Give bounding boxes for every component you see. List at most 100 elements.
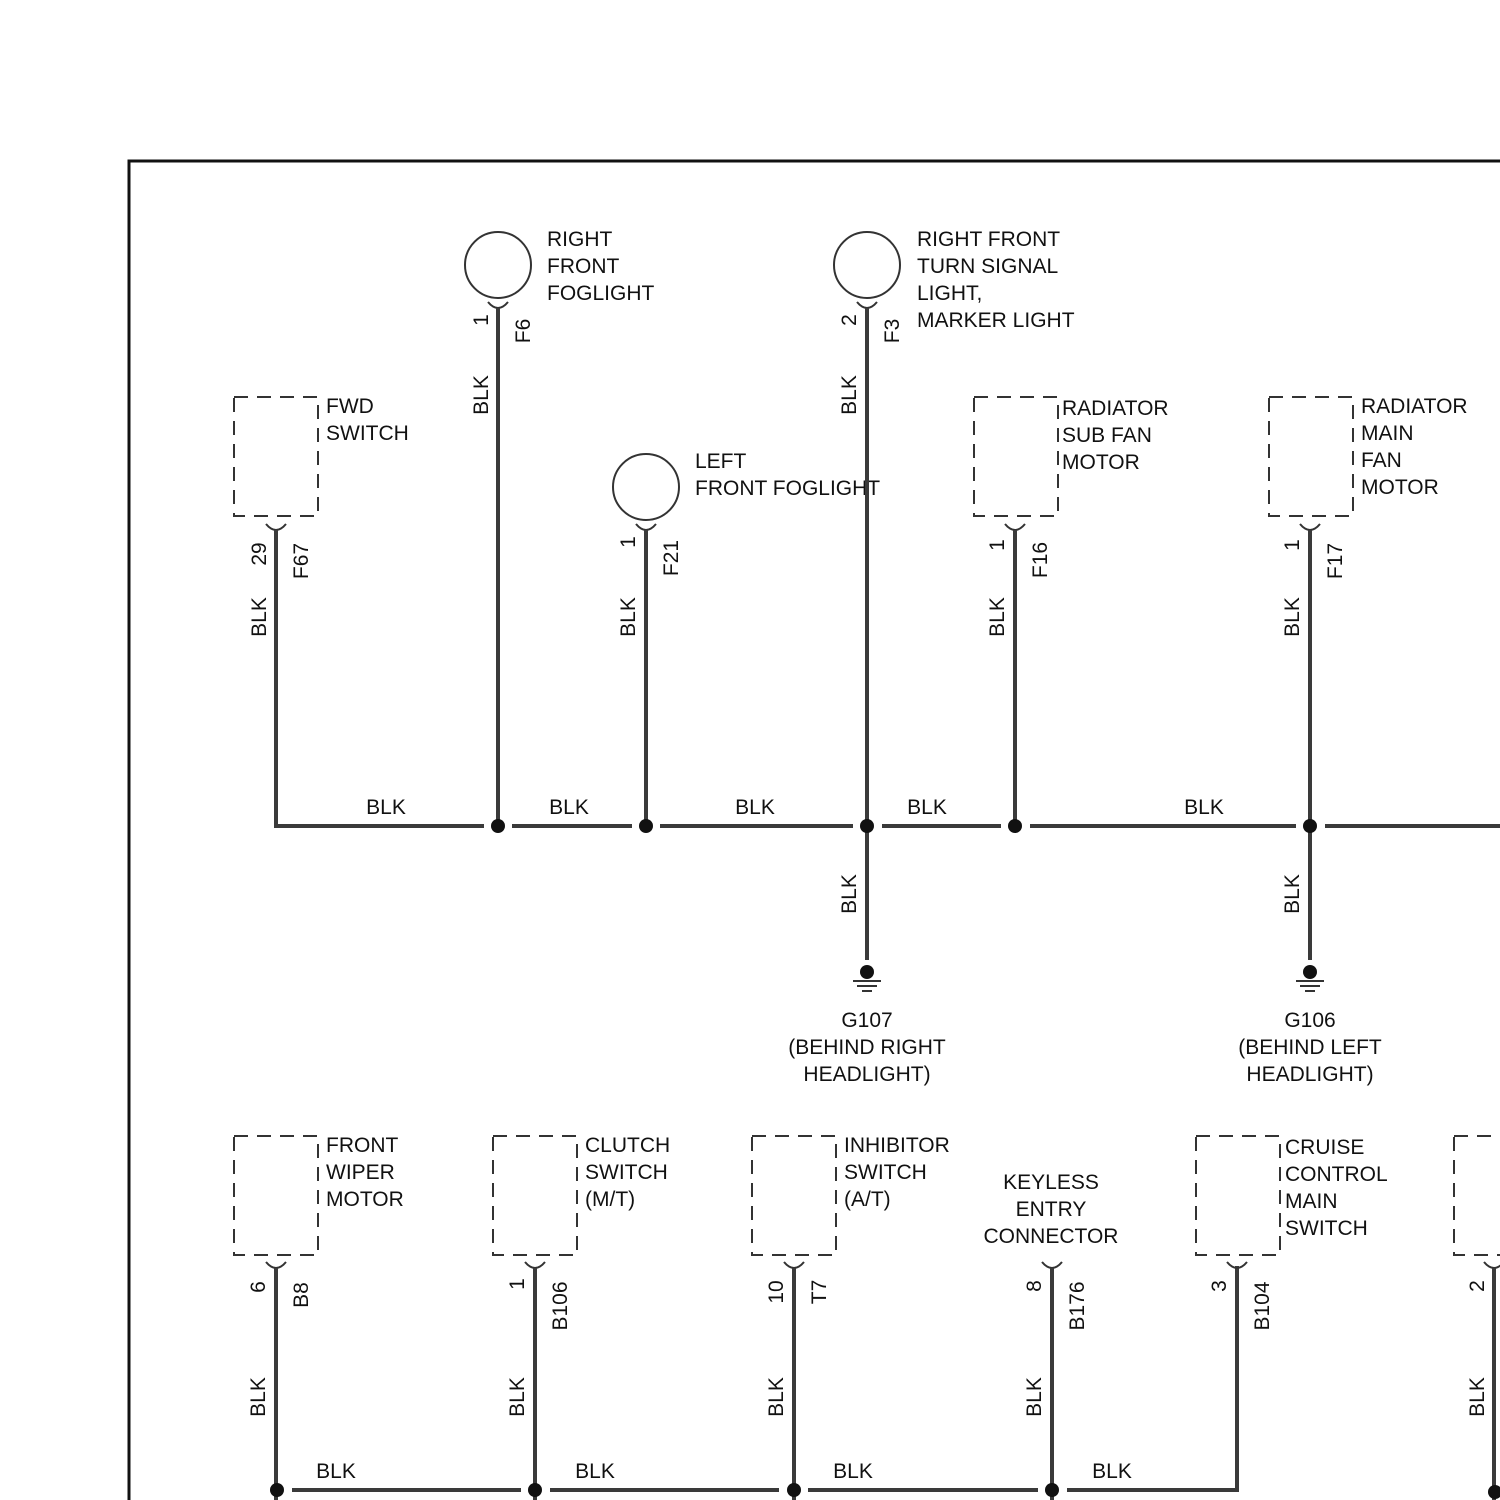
connector-terminal	[525, 1262, 545, 1268]
bulb-icon	[834, 232, 900, 298]
wire-label: BLK	[765, 1377, 788, 1417]
component-label: LIGHT,	[917, 282, 982, 305]
keyless-entry-connector: KEYLESS ENTRY CONNECTOR 8 B176 BLK	[984, 1171, 1119, 1500]
connector-terminal	[784, 1262, 804, 1268]
connector-id: F17	[1324, 543, 1347, 579]
pin-number: 1	[470, 314, 493, 326]
component-label: RIGHT FRONT	[917, 228, 1060, 251]
component-label: KEYLESS	[1003, 1171, 1099, 1194]
component-label: SUB FAN	[1062, 424, 1152, 447]
g106: G106 (BEHIND LEFT HEADLIGHT)	[1238, 965, 1382, 1086]
splice-point	[1008, 819, 1022, 833]
pin-number: 1	[1281, 539, 1304, 551]
inhibitor-switch: INHIBITOR SWITCH (A/T) 10 T7 BLK	[752, 1134, 950, 1500]
wire-label: BLK	[986, 597, 1009, 637]
splice-point	[1303, 819, 1317, 833]
splice-point	[860, 819, 874, 833]
wire-label: BLK	[833, 1460, 873, 1483]
component-label: ENTRY	[1016, 1198, 1087, 1221]
wire-label: BLK	[735, 796, 775, 819]
connector-terminal	[857, 302, 877, 308]
connector-id: F21	[660, 540, 683, 576]
connector-id: F6	[512, 319, 535, 344]
ground-label: G107	[841, 1009, 892, 1032]
component-label: CONTROL	[1285, 1163, 1388, 1186]
connector-id: F3	[881, 319, 904, 344]
wire-label: BLK	[907, 796, 947, 819]
component-label: RADIATOR	[1062, 397, 1169, 420]
connector-terminal	[636, 524, 656, 530]
wire-label: BLK	[838, 375, 861, 415]
connector-terminal	[1227, 1262, 1247, 1268]
component-label: INHIBITOR	[844, 1134, 950, 1157]
wire-label: BLK	[1281, 874, 1304, 914]
wire-label: BLK	[316, 1460, 356, 1483]
pin-number: 10	[765, 1280, 788, 1303]
component-label: SWITCH	[1285, 1217, 1368, 1240]
pin-number: 3	[1208, 1280, 1231, 1292]
component-label: FAN	[1361, 449, 1402, 472]
component-label: RADIATOR	[1361, 395, 1468, 418]
wire-label: BLK	[1023, 1377, 1046, 1417]
component-label: (A/T)	[844, 1188, 891, 1211]
component-label: FRONT	[547, 255, 619, 278]
splice-point	[1045, 1483, 1059, 1497]
component-label: LEFT	[695, 450, 747, 473]
wire-label: BLK	[838, 874, 861, 914]
wire-label: BLK	[1281, 597, 1304, 637]
connector-terminal	[1300, 524, 1320, 530]
connector-id: B104	[1251, 1281, 1274, 1330]
component-box	[234, 397, 318, 516]
wire-label: BLK	[1466, 1377, 1489, 1417]
clutch-switch: CLUTCH SWITCH (M/T) 1 B106 BLK	[493, 1134, 670, 1500]
component-box	[493, 1136, 577, 1255]
connector-terminal	[1484, 1262, 1500, 1268]
wire-label: BLK	[247, 1377, 270, 1417]
component-label: MAIN	[1285, 1190, 1338, 1213]
connector-terminal	[266, 524, 286, 530]
ground-label: HEADLIGHT)	[1246, 1063, 1373, 1086]
wire-label: BLK	[470, 375, 493, 415]
component-label: FWD	[326, 395, 374, 418]
component-label: MARKER LIGHT	[917, 309, 1075, 332]
wire-label: BLK	[617, 597, 640, 637]
component-label: MAIN	[1361, 422, 1414, 445]
component-label: SWITCH	[585, 1161, 668, 1184]
pin-number: 8	[1023, 1280, 1046, 1292]
ground-label: HEADLIGHT)	[803, 1063, 930, 1086]
pin-number: 2	[1466, 1280, 1489, 1292]
component-label: RIGHT	[547, 228, 613, 251]
connector-id: B176	[1066, 1281, 1089, 1330]
component-box	[1196, 1136, 1280, 1255]
bulb-icon	[465, 232, 531, 298]
splice-point	[787, 1483, 801, 1497]
fwd-switch: FWD SWITCH 29 F67 BLK	[234, 395, 409, 826]
connector-terminal	[488, 302, 508, 308]
component-label: MOTOR	[326, 1188, 404, 1211]
wire-label: BLK	[366, 796, 406, 819]
pin-number: 2	[838, 314, 861, 326]
splice-point	[270, 1483, 284, 1497]
component-label: SWITCH	[326, 422, 409, 445]
ground-label: (BEHIND RIGHT	[788, 1036, 946, 1059]
ground-point	[860, 965, 874, 979]
ground-point	[1303, 965, 1317, 979]
connector-id: F16	[1029, 542, 1052, 578]
wire-label: BLK	[1092, 1460, 1132, 1483]
left-front-foglight: LEFT FRONT FOGLIGHT 1 F21 BLK	[613, 450, 880, 833]
g107: G107 (BEHIND RIGHT HEADLIGHT)	[788, 965, 946, 1086]
wire-label: BLK	[248, 597, 271, 637]
front-wiper-motor: FRONT WIPER MOTOR 6 B8 BLK	[234, 1134, 404, 1500]
wire-label: BLK	[1184, 796, 1224, 819]
pin-number: 6	[247, 1281, 270, 1293]
component-label: FOGLIGHT	[547, 282, 655, 305]
connector-id: F67	[290, 543, 313, 579]
component-label: CONNECTOR	[984, 1225, 1119, 1248]
ground-label: (BEHIND LEFT	[1238, 1036, 1382, 1059]
wire-label: BLK	[549, 796, 589, 819]
splice-point	[491, 819, 505, 833]
component-label: TURN SIGNAL	[917, 255, 1058, 278]
radiator-sub-fan-motor: RADIATOR SUB FAN MOTOR 1 F16 BLK	[974, 397, 1169, 833]
component-label: (M/T)	[585, 1188, 635, 1211]
component-label: SWITCH	[844, 1161, 927, 1184]
